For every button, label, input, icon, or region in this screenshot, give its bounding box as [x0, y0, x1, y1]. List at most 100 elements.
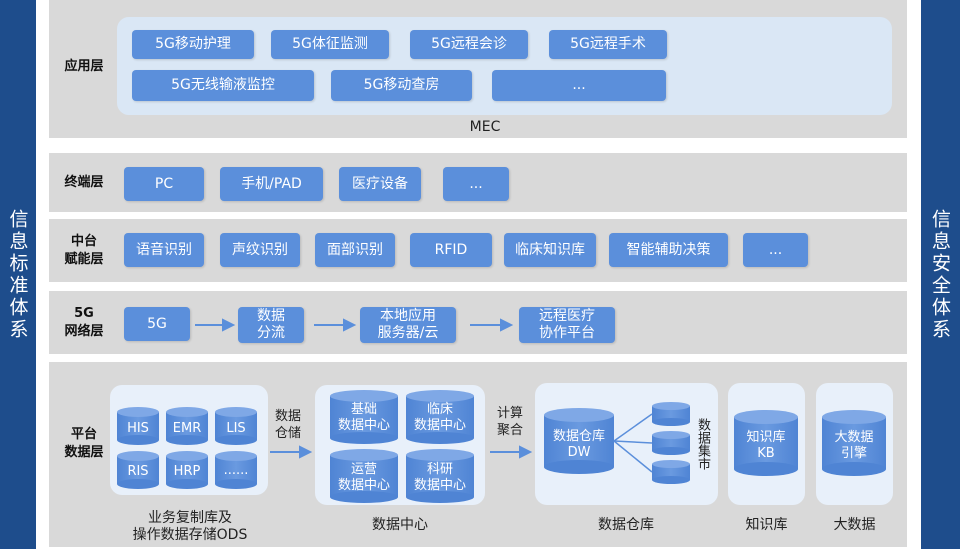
bigdata-label-line1: 大数据 — [834, 430, 874, 445]
ods-cylinders — [117, 407, 257, 489]
app-item[interactable]: 5G移动护理 — [132, 30, 254, 59]
left-sidebar: 信息标准体系 — [0, 0, 36, 549]
dc-item-line2: 数据中心 — [337, 418, 390, 433]
middle-item[interactable]: 临床知识库 — [504, 233, 596, 267]
ods-caption-line2: 操作数据存储ODS — [132, 527, 248, 543]
network-node-line2: 分流 — [257, 325, 285, 341]
app-item[interactable]: 5G体征监测 — [271, 30, 389, 59]
arrow1-label-line1: 数据 — [274, 409, 301, 424]
mart-connectors — [613, 413, 653, 473]
dc-item-label: 科研 数据中心 — [406, 462, 474, 494]
ods-item-label: HRP — [173, 464, 201, 479]
network-node-line1: 远程医疗 — [539, 308, 595, 324]
arrow2-label-line1: 计算 — [496, 406, 523, 421]
ods-cylinder-ris — [117, 451, 159, 489]
kb-label: 知识库 KB — [734, 430, 798, 462]
app-item[interactable]: 5G远程会诊 — [410, 30, 528, 59]
dc-cylinder-basic — [330, 390, 398, 444]
dc-item-label: 临床 数据中心 — [406, 402, 474, 434]
network-node-remote-platform[interactable]: 远程医疗 协作平台 — [519, 307, 615, 343]
dc-item-line1: 基础 — [350, 402, 377, 417]
middle-item[interactable]: RFID — [410, 233, 492, 267]
arrow-head — [299, 445, 313, 459]
ods-caption: 业务复制库及 操作数据存储ODS — [108, 510, 272, 544]
dw-label-line1: 数据仓库 — [552, 429, 605, 444]
terminal-item[interactable]: 医疗设备 — [339, 167, 421, 201]
middle-item[interactable]: 面部识别 — [315, 233, 395, 267]
ods-item-label: LIS — [226, 421, 246, 436]
mart-cylinder — [652, 460, 690, 484]
middle-item[interactable]: 智能辅助决策 — [609, 233, 728, 267]
ods-cylinder-emr — [166, 407, 208, 445]
dc-item-line1: 科研 — [426, 462, 453, 477]
mart-cylinder — [652, 402, 690, 426]
dw-label: 数据仓库 DW — [544, 429, 614, 461]
dw-caption: 数据仓库 — [598, 517, 654, 533]
dc-cylinder-clinical — [406, 390, 474, 444]
kb-label-line1: 知识库 — [746, 430, 786, 445]
arrow-head — [222, 318, 236, 332]
arrow1-label-line2: 仓储 — [274, 426, 301, 441]
right-sidebar: 信息安全体系 — [921, 0, 960, 549]
bigdata-caption: 大数据 — [833, 517, 876, 533]
platform-layer-label-line1: 平台 — [70, 427, 97, 442]
terminal-item[interactable]: ... — [443, 167, 509, 201]
dc-item-line2: 数据中心 — [337, 478, 390, 493]
arrow-head — [519, 445, 533, 459]
network-layer-label-line1: 5G — [74, 306, 94, 321]
network-node-5g[interactable]: 5G — [124, 307, 190, 341]
dc-item-line2: 数据中心 — [413, 478, 466, 493]
ods-item-label: ...... — [223, 463, 249, 478]
app-item[interactable]: 5G无线输液监控 — [132, 70, 314, 101]
middle-layer-label-line1: 中台 — [70, 234, 97, 249]
network-node-line2: 协作平台 — [539, 325, 595, 341]
arrow2-label: 计算 聚合 — [492, 405, 528, 439]
dc-item-line1: 临床 — [426, 402, 453, 417]
middle-item[interactable]: 语音识别 — [124, 233, 204, 267]
dc-item-line2: 数据中心 — [413, 418, 466, 433]
bigdata-label: 大数据 引擎 — [822, 430, 886, 462]
ods-item-label: RIS — [127, 464, 149, 479]
network-node-line1: 5G — [147, 315, 167, 332]
arrow-head — [500, 318, 514, 332]
dc-caption: 数据中心 — [372, 517, 428, 533]
ods-cylinder-his — [117, 407, 159, 445]
kb-label-line2: KB — [757, 446, 775, 461]
middle-item[interactable]: 声纹识别 — [220, 233, 300, 267]
app-item[interactable]: 5G移动查房 — [331, 70, 472, 101]
network-layer-band — [49, 291, 907, 354]
app-layer-caption: MEC — [469, 119, 501, 135]
kb-cylinder — [734, 410, 798, 476]
dc-cylinders — [330, 390, 474, 503]
ods-caption-line1: 业务复制库及 — [148, 510, 232, 526]
platform-layer-label-line2: 数据层 — [64, 445, 104, 460]
mart-cylinder — [652, 431, 690, 455]
arrow2-label-line2: 聚合 — [496, 423, 523, 438]
arrow1-label: 数据 仓储 — [270, 408, 306, 442]
mart-cylinders — [652, 402, 690, 484]
network-node-local-server[interactable]: 本地应用 服务器/云 — [360, 307, 456, 343]
ods-cylinder-hrp — [166, 451, 208, 489]
ods-cylinder-more — [215, 451, 257, 489]
dc-item-line1: 运营 — [350, 462, 377, 477]
left-sidebar-title: 信息标准体系 — [6, 208, 29, 341]
middle-layer-label-line2: 赋能层 — [64, 252, 104, 267]
network-node-offload[interactable]: 数据 分流 — [238, 307, 304, 343]
app-item[interactable]: ... — [492, 70, 666, 101]
bigdata-cylinder — [822, 410, 886, 476]
ods-item-label: EMR — [172, 421, 202, 436]
dc-item-label: 运营 数据中心 — [330, 462, 398, 494]
app-layer-label: 应用层 — [64, 59, 104, 74]
arrow-head — [343, 318, 357, 332]
mart-label: 数据集市 — [695, 418, 710, 470]
app-item[interactable]: 5G远程手术 — [549, 30, 667, 59]
network-node-line2: 服务器/云 — [377, 325, 439, 341]
terminal-item[interactable]: 手机/PAD — [220, 167, 323, 201]
dc-cylinder-ops — [330, 449, 398, 503]
terminal-item[interactable]: PC — [124, 167, 204, 201]
network-layer-label: 5G 网络层 — [49, 304, 119, 342]
middle-item[interactable]: ... — [743, 233, 808, 267]
terminal-layer-label: 终端层 — [64, 175, 104, 190]
dw-cylinder — [544, 408, 614, 474]
ods-cylinder-lis — [215, 407, 257, 445]
